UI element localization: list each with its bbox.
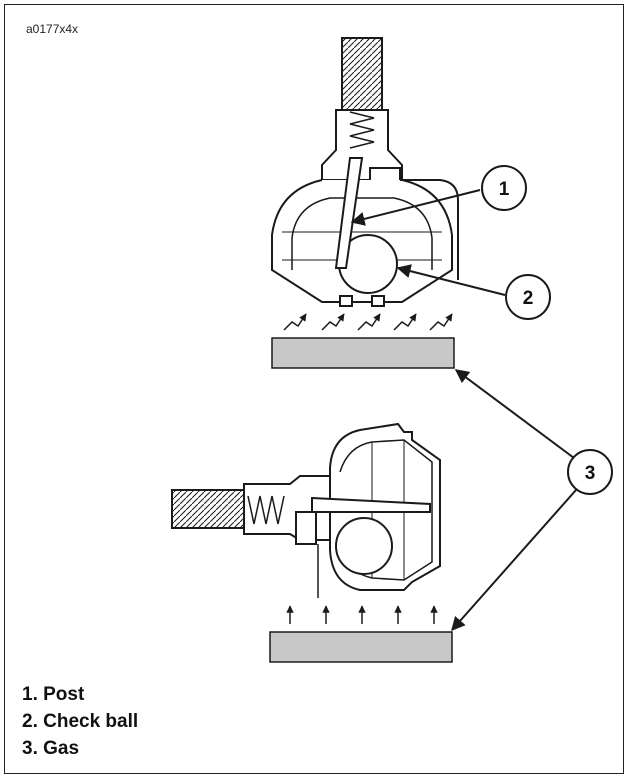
gas-block-top xyxy=(271,337,455,369)
callout-1: 1 xyxy=(481,165,527,211)
legend-item-check-ball: 2. Check ball xyxy=(22,711,139,732)
callout-1-number: 1 xyxy=(499,179,510,200)
legend-item-gas: 3. Gas xyxy=(22,738,80,759)
gas-flow-arrows-top xyxy=(283,313,453,331)
callout-2-leader xyxy=(396,264,506,296)
callout-2: 2 xyxy=(505,274,551,320)
valve-upright xyxy=(271,37,459,307)
callout-3-leader-top xyxy=(454,369,575,459)
figure-reference-code: a0177x4x xyxy=(26,22,79,36)
callout-1-leader xyxy=(350,189,481,226)
valve-sideways-check-ball xyxy=(335,517,393,575)
legend: 1. Post 2. Check ball 3. Gas xyxy=(22,681,138,762)
valve-upright-post xyxy=(334,157,364,269)
callout-3-leader-bottom xyxy=(451,489,577,632)
legend-item-post: 1. Post xyxy=(22,684,85,705)
valve-sideways-post xyxy=(311,496,431,513)
gas-block-bottom xyxy=(269,631,453,663)
valve-sideways xyxy=(171,422,441,591)
callout-3: 3 xyxy=(567,449,613,495)
valve-sideways-thread xyxy=(171,489,245,529)
gas-flow-arrows-bottom xyxy=(286,605,438,624)
callout-3-number: 3 xyxy=(585,463,596,484)
callout-2-number: 2 xyxy=(523,288,534,309)
valve-upright-thread xyxy=(341,37,383,111)
